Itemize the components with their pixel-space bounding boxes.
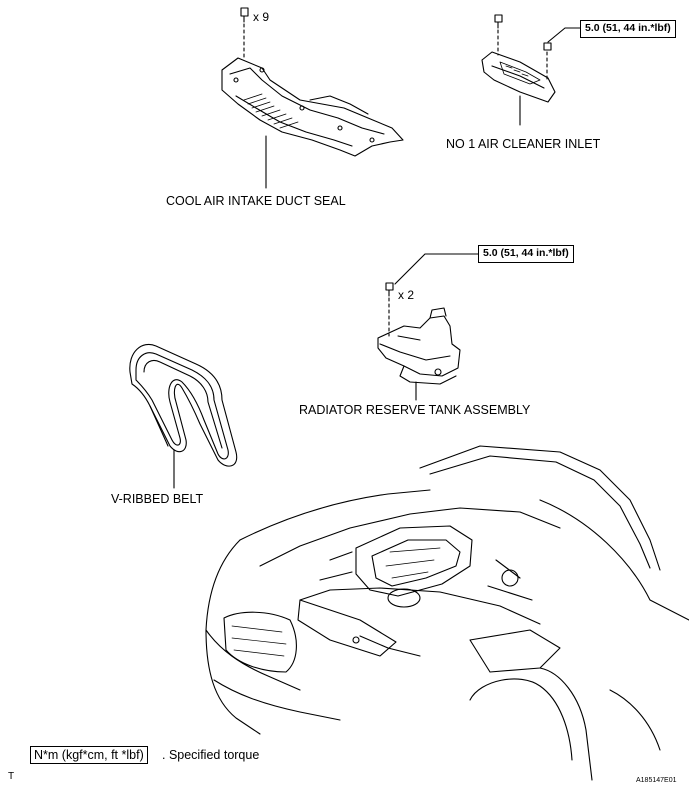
duct-seal-drawing [221, 7, 404, 189]
torque-spec-air-cleaner-inlet: 5.0 (51, 44 in.*lbf) [580, 20, 676, 38]
v-ribbed-belt-drawing [129, 344, 238, 489]
torque-spec-reserve-tank: 5.0 (51, 44 in.*lbf) [478, 245, 574, 263]
label-no1-air-cleaner-inlet: NO 1 AIR CLEANER INLET [446, 137, 601, 151]
vehicle-engine-bay-drawing [205, 445, 689, 781]
figure-id: A185147E01 [636, 777, 677, 784]
legend-unit-box: N*m (kgf*cm, ft *lbf) [30, 746, 148, 765]
legend-description: . Specified torque [162, 748, 260, 762]
reserve-tank-bolt-quantity: x 2 [398, 288, 415, 302]
duct-seal-clip-quantity: x 9 [253, 10, 270, 24]
label-v-ribbed-belt: V-RIBBED BELT [111, 492, 204, 506]
label-radiator-reserve-tank-assembly: RADIATOR RESERVE TANK ASSEMBLY [299, 403, 531, 417]
label-cool-air-intake-duct-seal: COOL AIR INTAKE DUCT SEAL [166, 194, 346, 208]
reserve-tank-drawing [377, 253, 479, 401]
air-cleaner-inlet-drawing [481, 14, 581, 126]
footer-left-mark: T [8, 771, 15, 782]
